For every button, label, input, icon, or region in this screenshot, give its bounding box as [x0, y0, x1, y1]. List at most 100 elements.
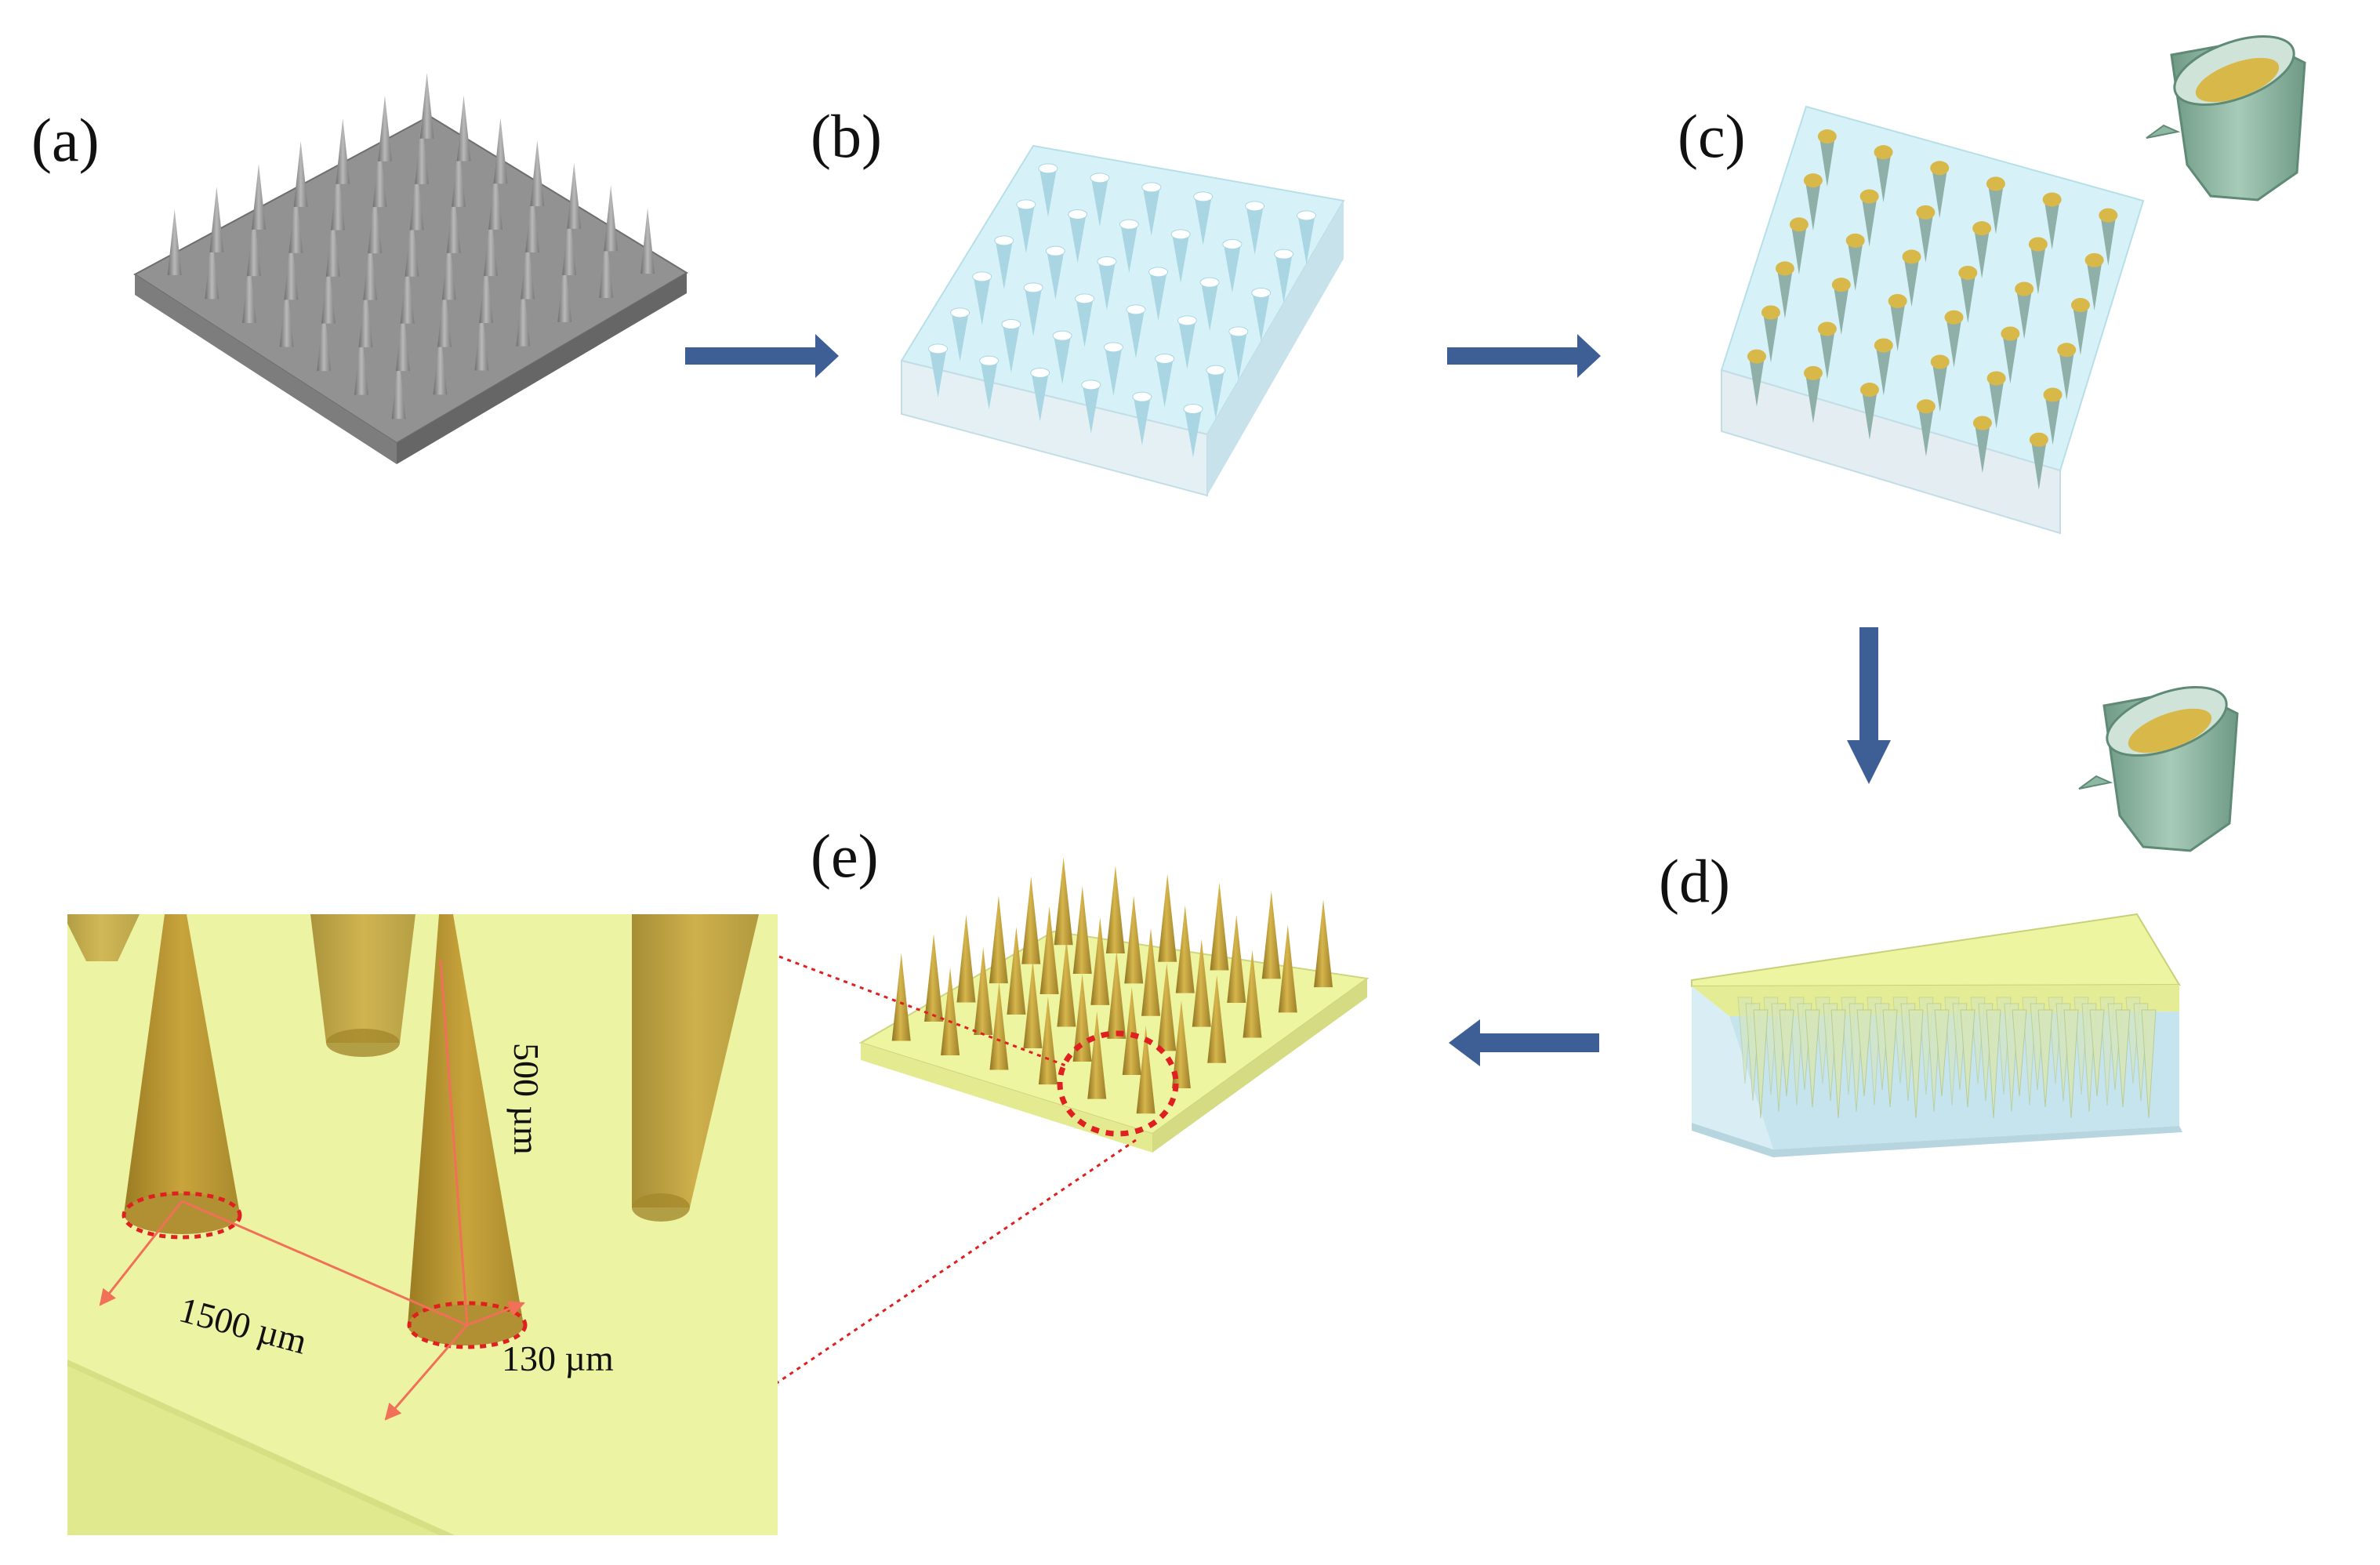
master-needle — [400, 257, 415, 324]
master-needle — [414, 118, 429, 184]
patch-needle — [1087, 1011, 1107, 1099]
patch-needle — [1072, 974, 1092, 1062]
polymer-drop — [1958, 265, 1978, 280]
panel-label-b: (b) — [811, 102, 882, 170]
patch-needle — [1243, 950, 1262, 1038]
master-needle — [599, 231, 614, 298]
master-needle — [437, 281, 452, 347]
patch-needle — [1072, 886, 1092, 974]
panel-d-backing-cast — [1691, 913, 2182, 1157]
patch-needle — [974, 947, 993, 1035]
master-needle — [456, 95, 471, 162]
cavity-opening — [1193, 191, 1214, 202]
master-needle — [409, 164, 424, 231]
polymer-drop — [2084, 252, 2104, 267]
arrow-a-to-b — [685, 334, 839, 378]
patch-needle — [1038, 997, 1058, 1085]
filled-cavity — [1819, 136, 1835, 187]
master-needles — [167, 72, 655, 419]
filled-cavity — [1917, 212, 1934, 263]
master-needle — [562, 209, 577, 275]
master-needle — [321, 257, 336, 324]
zoom-inset: 500 µm 1500 µm 130 µm — [67, 914, 778, 1535]
inverted-needle — [2089, 1009, 2105, 1097]
filled-cavity — [1960, 272, 1976, 323]
arrow-c-to-d — [1847, 627, 1891, 784]
patch-needle — [1039, 906, 1059, 994]
panel-label-e: (e) — [811, 822, 879, 890]
master-needle — [419, 72, 434, 139]
inverted-needle — [2115, 1009, 2131, 1108]
filled-cavity — [1946, 317, 1962, 368]
master-needle — [391, 353, 406, 419]
cavity-opening — [1075, 293, 1095, 304]
filled-cavity — [2072, 305, 2088, 356]
master-needle — [368, 187, 383, 254]
mold-cavity — [1097, 261, 1116, 310]
mold-cavity — [1025, 287, 1043, 336]
filled-cavities — [1747, 129, 2118, 490]
mold-cavity — [1076, 298, 1094, 347]
patch-needle — [989, 982, 1009, 1070]
mold-cavity — [973, 276, 991, 325]
master-needle — [441, 234, 456, 300]
mold-cavity — [1090, 177, 1108, 227]
filled-cavity — [2002, 333, 2019, 384]
filled-cavity — [2086, 260, 2102, 310]
mold-cavity — [1229, 331, 1247, 380]
base-diameter-label: 130 µm — [502, 1338, 614, 1378]
inverted-needle — [2037, 1009, 2053, 1108]
cavity-opening — [1081, 379, 1101, 390]
master-needle — [474, 304, 489, 371]
filled-cavity — [1861, 196, 1878, 247]
patch-needle — [1210, 882, 1229, 971]
master-needle — [516, 280, 531, 347]
master-needle — [354, 329, 368, 395]
master-needle — [479, 257, 494, 324]
filled-cavity — [1805, 180, 1821, 231]
master-needle — [279, 281, 294, 347]
master-needle — [521, 233, 535, 300]
filled-cavity — [1819, 329, 1835, 379]
mold-cavities — [928, 163, 1317, 458]
mold-cavity — [1194, 196, 1212, 245]
master-needle — [452, 140, 466, 207]
cavity-opening — [1097, 256, 1117, 267]
polymer-drop — [1944, 310, 1964, 325]
patch-needle — [1021, 876, 1041, 964]
arrow-d-to-e — [1449, 1019, 1599, 1066]
panel-a-master-mold — [133, 72, 688, 464]
mold-cavity — [1172, 234, 1190, 283]
cavity-opening — [1228, 326, 1249, 337]
polymer-drop — [1859, 189, 1879, 204]
cavity-opening — [1148, 267, 1169, 278]
inverted-needle — [1960, 1009, 1975, 1108]
cavity-opening — [1052, 330, 1072, 341]
inverted-needle — [1908, 1009, 1924, 1119]
mold-cavity — [1201, 282, 1219, 332]
dim-arrow-2 — [384, 1324, 469, 1421]
patch-needle — [989, 895, 1008, 984]
master-needle — [525, 186, 540, 252]
mold-cavity — [1223, 244, 1241, 293]
cavity-opening — [994, 235, 1014, 246]
filled-cavity — [2030, 439, 2047, 490]
patch-needle — [1007, 927, 1026, 1015]
polymer-drop — [1916, 399, 1936, 414]
cavity-opening — [1045, 245, 1065, 256]
cavity-opening — [1068, 209, 1088, 220]
filled-cavity — [1776, 268, 1793, 319]
highlight-circle — [1057, 1030, 1179, 1137]
dim-arrow-3 — [466, 1301, 525, 1327]
mold-cavity — [1054, 336, 1072, 385]
filled-cavity — [1875, 152, 1892, 203]
filled-cavity — [1790, 224, 1807, 275]
inverted-needle — [2012, 1009, 2027, 1097]
mold-cavity — [929, 348, 947, 398]
cavity-opening — [928, 343, 949, 354]
patch-needle — [1207, 975, 1227, 1063]
mold-cavity — [1002, 324, 1020, 373]
patch-needle — [1175, 905, 1195, 993]
mold-cavity — [1275, 254, 1293, 303]
patch-needle — [1278, 924, 1297, 1013]
